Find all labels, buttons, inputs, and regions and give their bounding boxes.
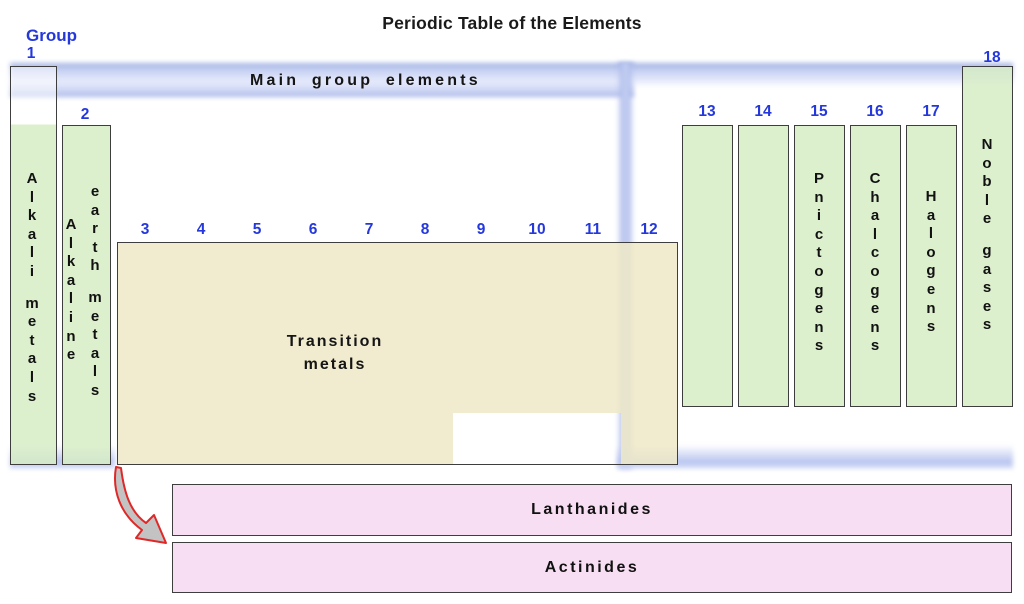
actinides-label: Actinides	[544, 558, 640, 576]
group-number-14: 14	[754, 103, 772, 120]
transition-metals-label: Transition metals	[235, 330, 435, 376]
group-number-9: 9	[476, 221, 486, 238]
group-number-18: 18	[983, 49, 1001, 66]
group-number-17: 17	[922, 103, 940, 120]
main-group-band-top-right	[618, 63, 1013, 87]
group-axis-word: Group	[26, 26, 77, 45]
actinides-box: Actinides	[172, 542, 1012, 593]
group-number-12: 12	[640, 221, 658, 238]
group-number-15: 15	[810, 103, 828, 120]
group-number-13: 13	[698, 103, 716, 120]
halogens-column	[906, 125, 957, 407]
group-14-column	[738, 125, 789, 407]
main-group-band-bottom-right	[617, 445, 1013, 469]
transition-metals-block-border	[117, 242, 678, 465]
curved-arrow-icon	[114, 466, 167, 544]
transition-metals-label-line2: metals	[303, 356, 367, 373]
lanthanides-label: Lanthanides	[531, 501, 653, 518]
group-number-7: 7	[364, 221, 374, 238]
group-number-6: 6	[308, 221, 318, 238]
curved-arrow-path	[114, 466, 167, 544]
group-number-11: 11	[584, 221, 602, 238]
noble-gases-column	[962, 66, 1013, 407]
group-number-2: 2	[80, 106, 90, 123]
group-number-10: 10	[528, 221, 546, 238]
transition-metals-label-line1: Transition	[286, 333, 384, 350]
group-number-4: 4	[196, 221, 206, 238]
group-number-3: 3	[140, 221, 150, 238]
group-number-1: 1	[26, 45, 36, 62]
group-13-column	[682, 125, 733, 407]
chalcogens-column	[850, 125, 901, 407]
alkali-metals-column	[10, 66, 57, 465]
group-number-5: 5	[252, 221, 262, 238]
alkaline-earth-metals-column	[62, 125, 111, 465]
figure-title: Periodic Table of the Elements	[382, 13, 642, 33]
main-group-band-top-left	[10, 63, 634, 97]
group-number-8: 8	[420, 221, 430, 238]
main-group-band-label: Main group elements	[250, 72, 481, 89]
group-number-16: 16	[866, 103, 884, 120]
pnictogens-column	[794, 125, 845, 407]
lanthanides-box: Lanthanides	[172, 484, 1012, 536]
